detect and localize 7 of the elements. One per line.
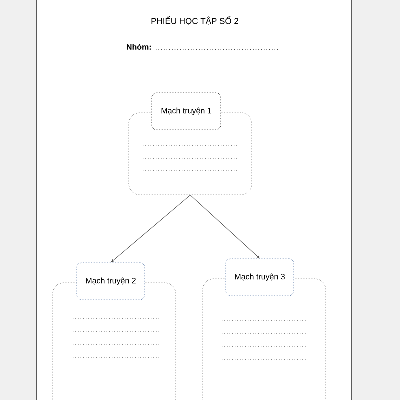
name-label: Nhóm: [127, 44, 152, 50]
arrow [111, 195, 191, 262]
arrow [190, 195, 260, 258]
heading-box: Mạch truyện 3 [226, 258, 294, 296]
heading-box: Mạch truyện 2 [76, 262, 146, 300]
heading-box: Mạch truyện 1 [152, 92, 222, 130]
title: PHIẾU HỌC TẬP SỐ 2 [152, 16, 238, 26]
